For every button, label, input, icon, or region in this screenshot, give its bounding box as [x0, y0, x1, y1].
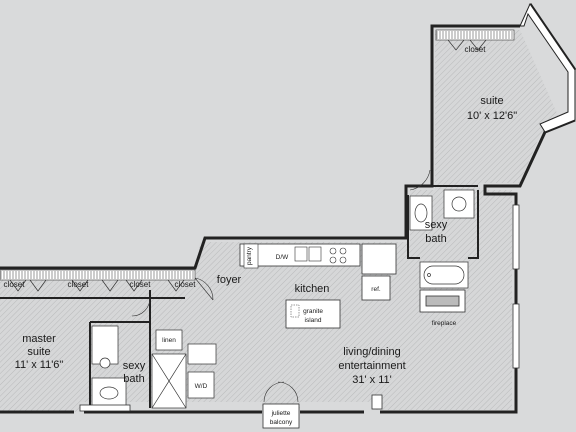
living-line1: living/dining: [343, 346, 400, 358]
bath-lower-line1: sexy: [123, 360, 146, 372]
closet-doors: [9, 39, 487, 292]
fireplace-label: fireplace: [432, 320, 457, 327]
windows: [79, 204, 520, 412]
kitchen-sink: [294, 246, 322, 262]
kitchen-label: kitchen: [295, 283, 330, 295]
linen-label: linen: [162, 337, 176, 344]
bath-upper-line1: sexy: [425, 219, 448, 231]
ref-label: ref.: [371, 286, 381, 293]
pantry-label: pantry: [246, 246, 253, 265]
suite-name: suite: [480, 95, 503, 107]
interior-walls: [0, 185, 479, 408]
closet-strips: [0, 29, 515, 281]
closet-left-1-label: closet: [4, 280, 26, 289]
closet-left-3-label: closet: [130, 280, 152, 289]
foyer-label: foyer: [217, 274, 242, 286]
balcony-line2: balcony: [270, 419, 293, 426]
lower-bath-fixtures: [91, 325, 187, 409]
suite-dims: 10' x 12'6": [467, 110, 517, 122]
master-suite-line2: suite: [27, 346, 50, 358]
living-line2: entertainment: [338, 360, 405, 372]
master-suite-line1: master: [22, 333, 56, 345]
balcony-line1: juliette: [271, 410, 291, 417]
bath-lower-line2: bath: [123, 373, 144, 385]
juliette-balcony: [262, 403, 300, 429]
master-suite-dims: 11' x 11'6": [15, 359, 64, 371]
stovetop: [329, 247, 347, 264]
wd-label: W/D: [195, 383, 208, 390]
floor-area: [0, 30, 560, 412]
exterior-walls: [0, 3, 576, 414]
closet-left-2-label: closet: [68, 280, 90, 289]
closet-hatching: [0, 31, 513, 279]
living-dims: 31' x 11': [352, 374, 391, 386]
bath-upper-line2: bath: [425, 233, 446, 245]
closet-suite-label: closet: [465, 45, 487, 54]
closet-left-4-label: closet: [175, 280, 197, 289]
suite-angled-wall: [519, 2, 576, 133]
pantry-unit: [243, 243, 259, 269]
utility-boxes: [155, 329, 217, 399]
fireplace: [419, 289, 466, 313]
dw-label: D/W: [276, 254, 290, 261]
granite-island-line1: granite: [303, 308, 323, 315]
granite-island-line2: island: [305, 317, 322, 324]
labels: closet closet closet closet closet suite…: [4, 45, 518, 426]
upper-bath-fixtures: [409, 189, 475, 289]
granite-island-sink: [290, 304, 300, 318]
doors: [131, 169, 431, 403]
granite-island-shape: [285, 299, 341, 329]
